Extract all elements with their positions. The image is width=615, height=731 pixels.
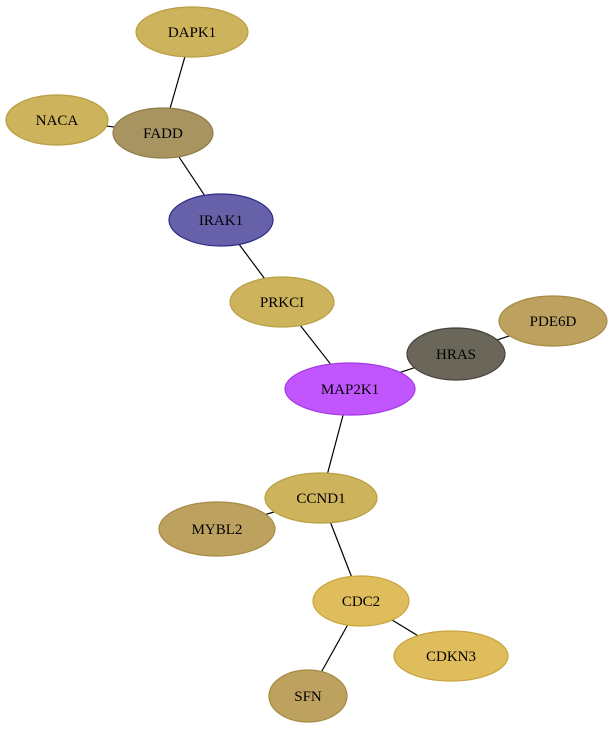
node-cdkn3[interactable]: CDKN3 (393, 630, 509, 682)
node-ellipse (264, 472, 378, 524)
node-label: IRAK1 (199, 213, 243, 229)
node-label: PDE6D (530, 314, 577, 330)
node-map2k1[interactable]: MAP2K1 (284, 362, 416, 416)
edge-ccnd1-cdc2 (330, 522, 353, 577)
node-label: CDC2 (342, 594, 380, 610)
edge-hras-pde6d (497, 335, 510, 341)
edges-layer (106, 56, 510, 672)
node-fadd[interactable]: FADD (112, 107, 214, 159)
edge-fadd-irak1 (178, 156, 206, 196)
node-sfn[interactable]: SFN (268, 669, 348, 723)
node-ellipse (5, 94, 109, 146)
node-ellipse (229, 276, 335, 328)
edge-hras-map2k1 (399, 367, 415, 374)
node-ellipse (312, 575, 410, 627)
edge-cdc2-cdkn3 (391, 619, 419, 637)
node-ellipse (498, 295, 608, 347)
node-hras[interactable]: HRAS (406, 327, 506, 381)
node-label: PRKCI (260, 295, 304, 311)
node-ccnd1[interactable]: CCND1 (264, 472, 378, 524)
edge-irak1-prkci (238, 244, 265, 279)
node-label: HRAS (436, 347, 476, 363)
node-dapk1[interactable]: DAPK1 (135, 6, 249, 58)
edge-naca-fadd (106, 125, 115, 128)
node-pde6d[interactable]: PDE6D (498, 295, 608, 347)
node-ellipse (268, 669, 348, 723)
edge-ccnd1-mybl2 (265, 511, 275, 516)
node-ellipse (284, 362, 416, 416)
edge-map2k1-ccnd1 (327, 414, 344, 474)
edge-dapk1-fadd (169, 56, 186, 109)
node-mybl2[interactable]: MYBL2 (158, 501, 276, 557)
node-ellipse (112, 107, 214, 159)
node-label: SFN (294, 689, 322, 705)
node-label: DAPK1 (168, 25, 216, 41)
edge-cdc2-sfn (321, 624, 349, 672)
node-ellipse (393, 630, 509, 682)
edge-prkci-map2k1 (299, 325, 332, 365)
node-naca[interactable]: NACA (5, 94, 109, 146)
node-label: MAP2K1 (321, 382, 379, 398)
node-label: NACA (36, 113, 79, 129)
node-label: FADD (143, 126, 183, 142)
node-ellipse (406, 327, 506, 381)
node-ellipse (158, 501, 276, 557)
node-prkci[interactable]: PRKCI (229, 276, 335, 328)
node-cdc2[interactable]: CDC2 (312, 575, 410, 627)
node-label: CDKN3 (426, 649, 476, 665)
node-ellipse (168, 193, 274, 247)
node-irak1[interactable]: IRAK1 (168, 193, 274, 247)
node-label: CCND1 (296, 491, 345, 507)
node-ellipse (135, 6, 249, 58)
node-label: MYBL2 (192, 522, 243, 538)
